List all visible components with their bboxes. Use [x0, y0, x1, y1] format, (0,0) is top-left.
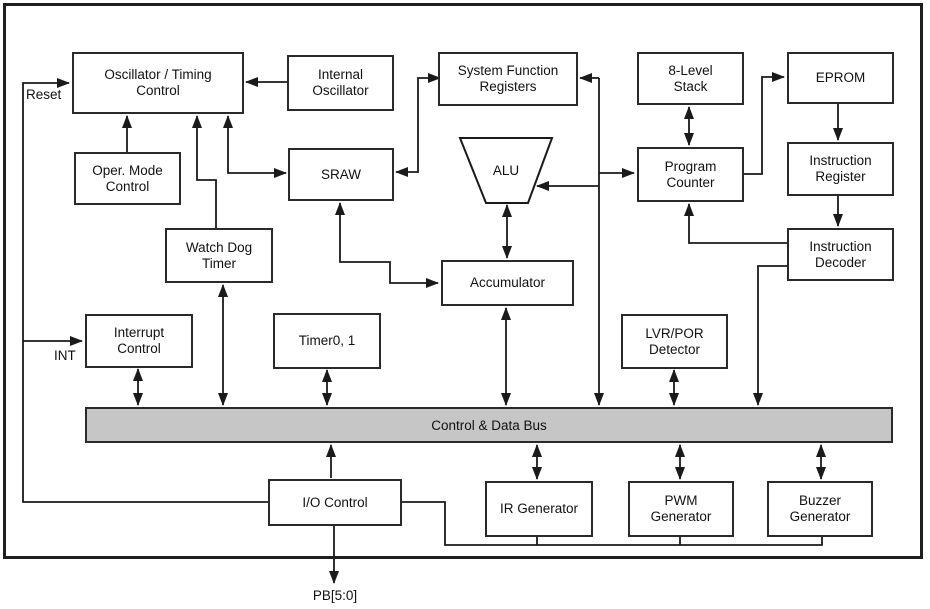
block-sraw: SRAW	[288, 148, 394, 201]
connector-reset-line	[22, 78, 268, 503]
block-8-level-stack: 8-Level Stack	[637, 52, 744, 105]
connector-sfr-sraw	[395, 73, 441, 177]
connector-osc-sraw	[223, 115, 287, 178]
block-instruction-decoder: Instruction Decoder	[787, 228, 894, 281]
block-pwm-generator: PWM Generator	[628, 481, 734, 537]
block-buzzer-generator: Buzzer Generator	[767, 481, 873, 537]
block-oscillator-timing-control: Oscillator / Timing Control	[72, 52, 244, 114]
connector-instrdec-bus	[753, 265, 787, 406]
alu-shape	[458, 137, 554, 204]
connector-sraw-accum	[335, 202, 439, 288]
block-ir-generator: IR Generator	[485, 481, 593, 537]
block-program-counter: Program Counter	[637, 147, 744, 202]
connector-pc-eprom	[744, 72, 785, 175]
block-timer0-1: Timer0, 1	[273, 313, 381, 369]
block-oper-mode-control: Oper. Mode Control	[74, 152, 181, 205]
int-signal-label: INT	[54, 348, 76, 363]
block-internal-oscillator: Internal Oscillator	[287, 55, 394, 111]
block-alu-label: ALU	[492, 162, 520, 178]
connector-instrdec-pc	[684, 203, 787, 244]
pb-port-label: PB[5:0]	[312, 588, 358, 603]
connector-wdt-osc	[192, 115, 217, 228]
reset-signal-label: Reset	[26, 87, 62, 102]
block-eprom: EPROM	[787, 52, 894, 104]
block-instruction-register: Instruction Register	[787, 142, 894, 196]
block-io-control: I/O Control	[268, 479, 402, 526]
control-data-bus: Control & Data Bus	[85, 407, 893, 443]
connector-io-generators	[402, 501, 823, 546]
block-lvr-por-detector: LVR/POR Detector	[621, 314, 728, 369]
block-watch-dog-timer: Watch Dog Timer	[165, 228, 273, 283]
block-interrupt-control: Interrupt Control	[85, 314, 193, 368]
block-accumulator: Accumulator	[441, 260, 574, 306]
block-system-function-registers: System Function Registers	[438, 52, 578, 106]
